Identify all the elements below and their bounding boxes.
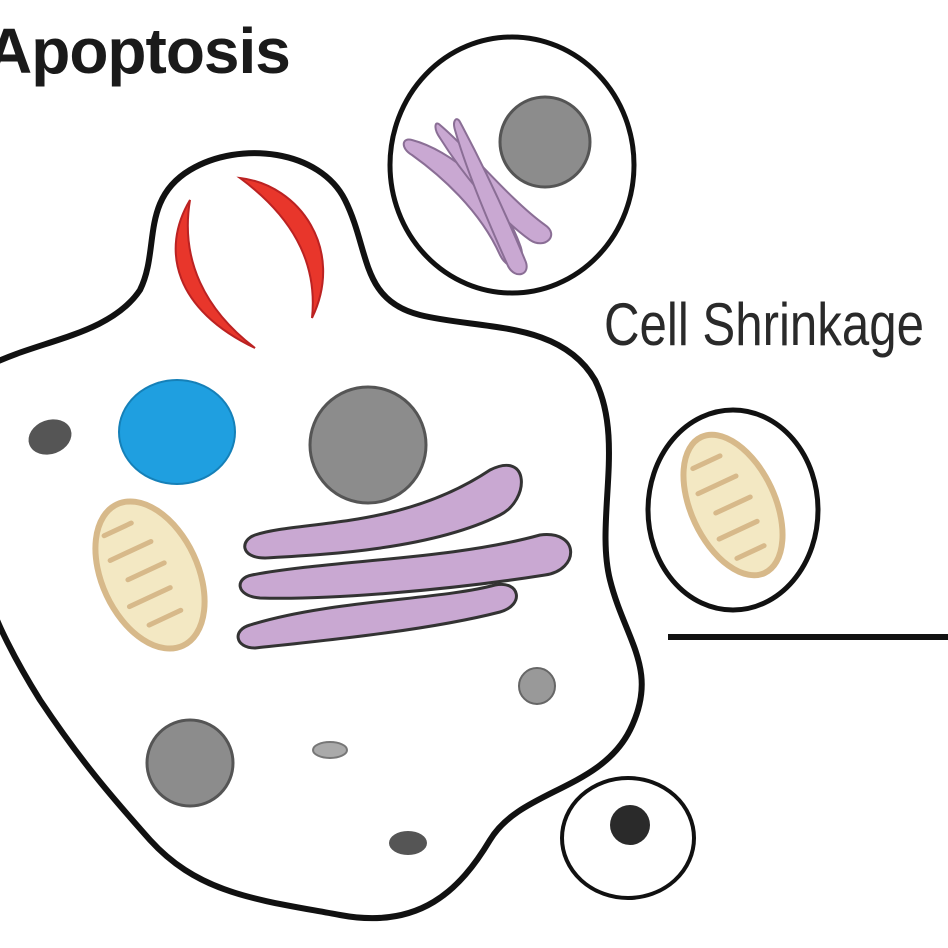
red-organelle-left (174, 199, 256, 349)
diagram-title: Apoptosis (0, 15, 291, 87)
golgi-apparatus (236, 463, 573, 650)
cell-shrinkage-label: Cell Shrinkage (604, 291, 924, 358)
dark-vesicle-bottom (389, 831, 427, 855)
gray-vesicle-tiny (312, 741, 348, 759)
apoptotic-body-top-nucleus (498, 95, 592, 189)
apoptotic-body-right-mitochondrion (680, 431, 786, 579)
apoptotic-body-top-golgi (402, 118, 553, 276)
blue-organelle (118, 379, 236, 485)
mitochondrion (92, 498, 208, 652)
apoptotic-body-bottom-core (610, 805, 650, 845)
gray-vesicle-large (145, 718, 235, 808)
dark-vesicle (28, 419, 72, 455)
gray-nucleus (308, 385, 428, 505)
red-organelle-right (236, 176, 324, 319)
gray-vesicle-small (518, 667, 556, 705)
